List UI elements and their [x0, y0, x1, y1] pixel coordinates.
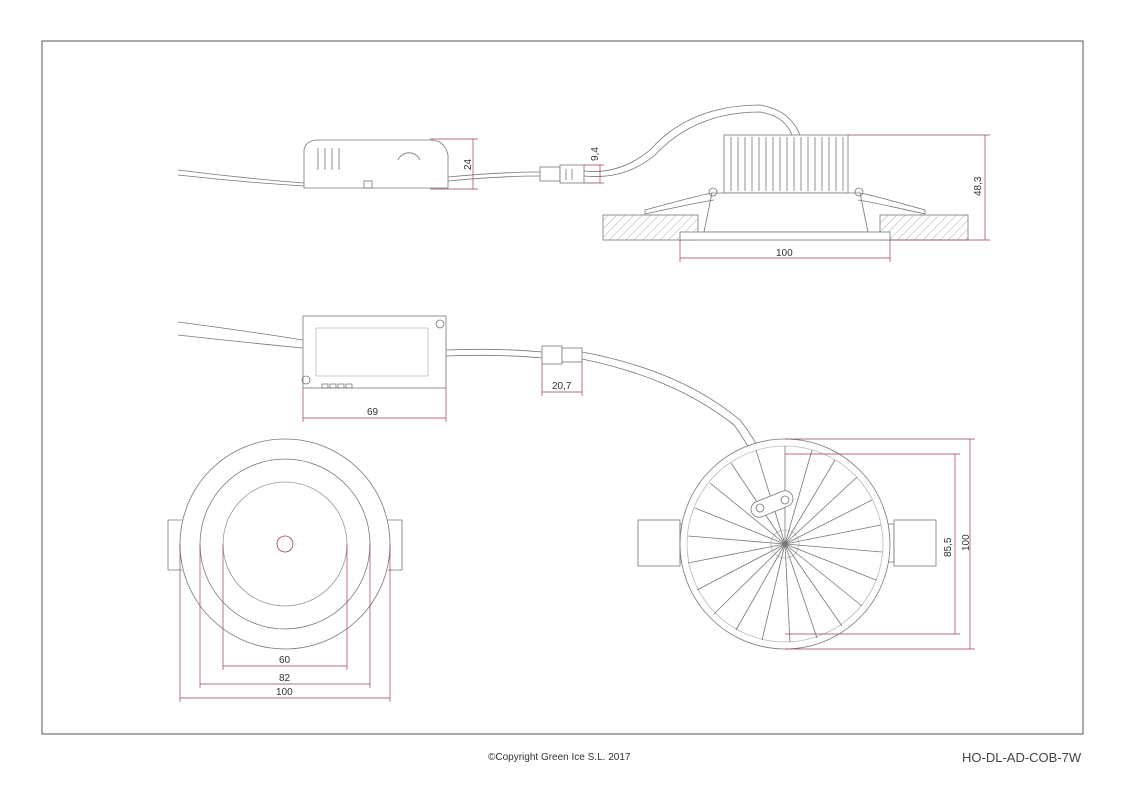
sheet-border [41, 40, 1084, 735]
dim-fixture-width: 100 [776, 248, 793, 259]
dim-fixture-height: 48,3 [973, 176, 984, 196]
fixture-side-view [602, 134, 969, 241]
dimension-lines-view2 [679, 134, 990, 262]
driver-top-view [177, 315, 777, 501]
dim-ring-inner: 60 [279, 655, 291, 666]
dim-back-outer: 100 [961, 534, 972, 551]
dim-connector-length: 20,7 [552, 381, 572, 392]
dim-driver-height: 24 [463, 158, 474, 170]
dim-ring-mid: 82 [279, 673, 291, 684]
dimension-lines-view5 [785, 438, 975, 650]
dimension-lines-view4 [179, 544, 391, 702]
dim-back-inner: 85,5 [943, 537, 954, 557]
front-ring-view [167, 438, 403, 650]
copyright-text: ©Copyright Green Ice S.L. 2017 [488, 752, 631, 763]
dimension-lines-view3 [302, 362, 583, 422]
dim-driver-length: 69 [367, 407, 379, 418]
dim-ring-outer: 100 [276, 687, 293, 698]
driver-side-view [177, 104, 801, 189]
dim-connector-height: 9,4 [590, 147, 601, 161]
model-number: HO-DL-AD-COB-7W [962, 750, 1082, 765]
back-view [637, 438, 937, 650]
dimension-lines-view1 [430, 138, 604, 190]
